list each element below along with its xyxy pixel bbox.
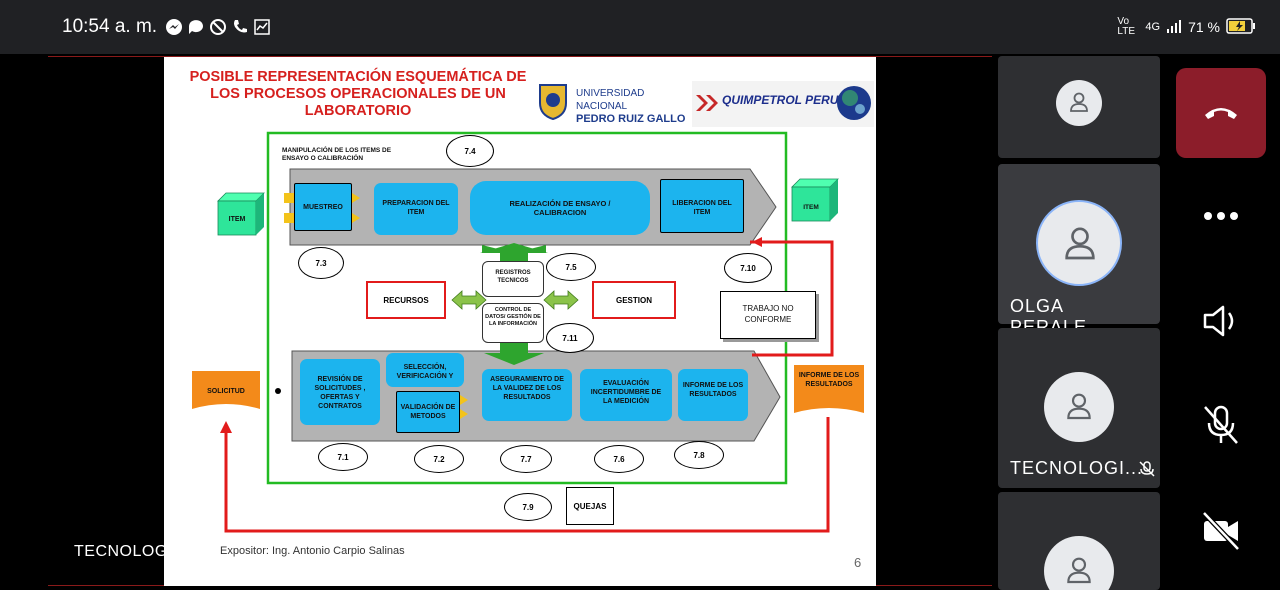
evaluacion-label: EVALUACIÓN INCERTIDUMBRE DE LA MEDICIÓN [590,380,662,405]
logo-unp-line2: PEDRO RUIZ GALLO [576,113,686,125]
logo-unp: UNIVERSIDAD NACIONAL PEDRO RUIZ GALLO [536,81,686,125]
participant-name: TECNOLOGI... [1010,458,1144,478]
liberacion-box [660,179,744,233]
aseguramiento-label: ASEGURAMIENTO DE LA VALIDEZ DE LOS RESUL… [490,376,564,401]
avatar [1036,200,1122,286]
network-label: Vo LTE [1117,16,1135,37]
circle-7-11: 7.11 [546,323,594,353]
solicitud-label: SOLICITUD [207,388,245,395]
validacion-box [396,391,460,433]
item-right: ITEM [803,204,819,211]
preparacion-label: PREPARACION DEL ITEM [382,200,450,216]
aseguramiento-box [482,369,572,421]
person-icon [1067,557,1091,584]
validacion-label: VALIDACIÓN DE METODOS [400,404,456,420]
control-label: CONTROL DE DATOS/ GESTIÓN DE LA INFORMAC… [485,307,541,327]
manipulacion-label: MANIPULACIÓN DE LOS ITEMS DE ENSAYO O CA… [282,147,392,162]
trabajo-no-conforme-box [720,291,816,339]
person-icon [1067,393,1091,420]
seleccion-label: SELECCIÓN, VERIFICACIÓN Y [396,364,454,380]
block-icon [209,18,227,36]
revision-box [300,359,380,425]
speaker-button[interactable] [1176,296,1266,346]
signal-icon [1166,19,1182,36]
avatar [1044,536,1114,590]
informe-out-label: INFORME DE LOS RESULTADOS [798,372,860,388]
battery-icon [1226,17,1256,37]
control-box [482,303,544,343]
speaker-icon [1203,305,1234,337]
circle-7-4: 7.4 [446,135,494,167]
participant-tile-2[interactable]: OLGA PERALE... [998,164,1160,337]
camera-toggle[interactable] [1176,506,1266,556]
phone-icon [231,18,249,36]
mic-off-icon [1204,405,1238,444]
informe-in-box [678,369,748,421]
slide-title: POSIBLE REPRESENTACIÓN ESQUEMÁTICA DE LO… [189,69,527,119]
circle-7-8: 7.8 [674,441,724,469]
evaluacion-box [580,369,672,421]
signal-type: 4G [1145,21,1161,33]
person-icon [1070,92,1088,112]
informe-in-label: INFORME DE LOS RESULTADOS [682,382,744,398]
presentation-slide: POSIBLE REPRESENTACIÓN ESQUEMÁTICA DE LO… [164,57,876,586]
status-bar: 10:54 a. m. Vo LTE 4G 71 % [0,0,1280,54]
slide-footer: Expositor: Ing. Antonio Carpio Salinas [220,545,405,557]
participant-tile-4[interactable] [998,492,1160,590]
shared-screen: POSIBLE REPRESENTACIÓN ESQUEMÁTICA DE LO… [48,56,992,586]
recursos-box: RECURSOS [366,281,446,319]
realizacion-label: REALIZACIÓN DE ENSAYO / CALIBRACION [509,199,611,217]
more-icon [1204,212,1238,220]
revision-label: REVISIÓN DE SOLICITUDES , OFERTAS Y CONT… [314,376,366,410]
messenger-icon [165,18,183,36]
circle-7-6: 7.6 [594,445,644,473]
person-icon [1065,227,1095,260]
circle-7-3: 7.3 [298,247,344,279]
muestreo-label: MUESTREO [303,204,343,211]
presenter-name: TECNOLOG [74,543,168,560]
more-options-button[interactable] [1176,196,1266,236]
participant-tile-1[interactable] [998,56,1160,158]
chat-icon [187,18,205,36]
circle-7-7: 7.7 [500,445,552,473]
logo-quimpetrol-text: QUIMPETROL PERU [722,93,839,107]
registros-box [482,261,544,297]
trabajo-label: TRABAJO NO CONFORME [742,304,794,324]
quejas-box: QUEJAS [566,487,614,525]
circle-7-10: 7.10 [724,253,772,283]
circle-7-1: 7.1 [318,443,368,471]
realizacion-box [470,181,650,235]
muestreo-box [294,183,352,231]
gestion-box: GESTION [592,281,676,319]
participant-tile-3[interactable]: TECNOLOGI... [998,328,1160,488]
status-time: 10:54 a. m. [62,16,158,37]
microphone-toggle[interactable] [1176,400,1266,450]
avatar [1044,372,1114,442]
camera-off-icon [1202,511,1240,551]
preparacion-box [374,183,458,235]
item-left: ITEM [228,216,246,223]
hang-up-icon [1205,108,1237,119]
slide-page-number: 6 [854,555,862,570]
circle-7-9: 7.9 [504,493,552,521]
battery-percent: 71 % [1188,19,1220,35]
seleccion-box [386,353,464,387]
mic-off-icon [1139,461,1155,477]
hang-up-button[interactable] [1176,68,1266,158]
avatar [1056,80,1102,126]
circle-7-5: 7.5 [546,253,596,281]
chart-icon [253,18,271,36]
logo-unp-line1: UNIVERSIDAD NACIONAL [576,88,645,112]
registros-label: REGISTROS TECNICOS [495,270,531,284]
logo-quimpetrol: QUIMPETROL PERU [692,81,874,127]
circle-7-2: 7.2 [414,445,464,473]
liberacion-label: LIBERACION DEL ITEM [672,200,732,216]
